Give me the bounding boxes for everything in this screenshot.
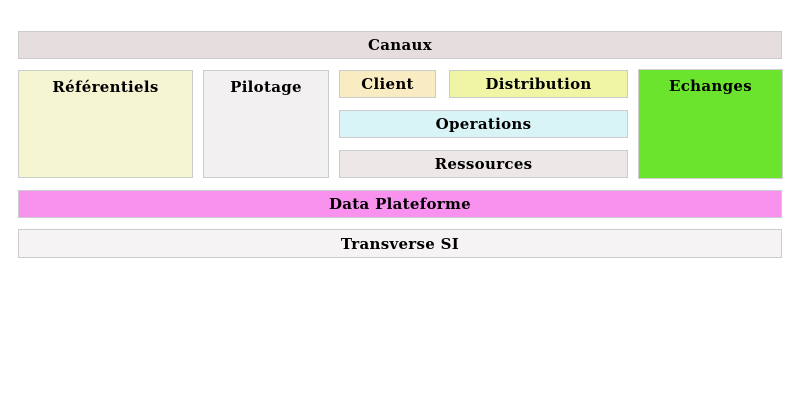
block-ressources-label: Ressources <box>434 155 533 173</box>
block-ressources: Ressources <box>339 150 628 178</box>
block-pilotage: Pilotage <box>203 70 329 178</box>
block-pilotage-label: Pilotage <box>230 78 302 96</box>
block-data-plateforme-label: Data Plateforme <box>328 195 472 213</box>
block-distribution-label: Distribution <box>485 75 592 93</box>
block-canaux: Canaux <box>18 31 782 59</box>
block-data-plateforme: Data Plateforme <box>18 190 782 218</box>
block-operations: Operations <box>339 110 628 138</box>
block-echanges-label: Echanges <box>669 77 752 95</box>
block-client: Client <box>339 70 436 98</box>
block-distribution: Distribution <box>449 70 628 98</box>
block-referentiels: Référentiels <box>18 70 193 178</box>
block-echanges: Echanges <box>638 69 783 179</box>
block-transverse-si-label: Transverse SI <box>340 234 460 253</box>
block-transverse-si: Transverse SI <box>18 229 782 258</box>
block-referentiels-label: Référentiels <box>52 78 159 96</box>
block-operations-label: Operations <box>435 115 532 133</box>
block-client-label: Client <box>361 75 414 93</box>
block-canaux-label: Canaux <box>368 36 432 54</box>
